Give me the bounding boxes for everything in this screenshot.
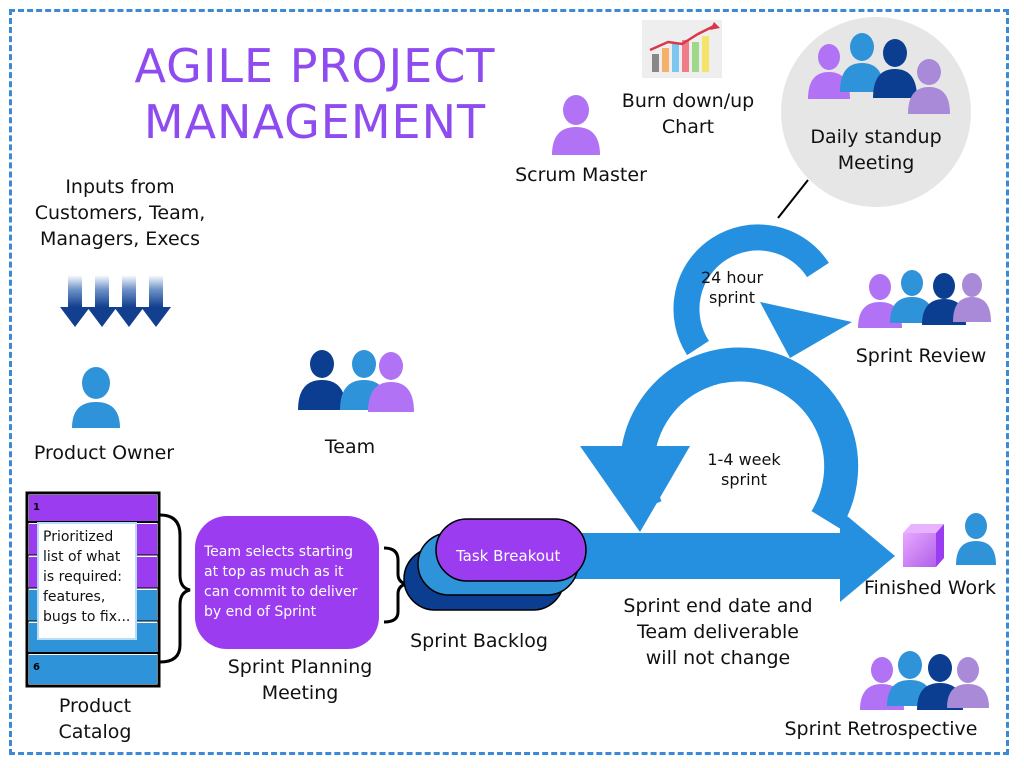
burndown-line-2: Chart <box>661 116 715 138</box>
sprint-retro-label: Sprint Retrospective <box>784 718 978 740</box>
catalog-note: Prioritized list of what is required: fe… <box>37 522 137 640</box>
inputs-arrows-icon <box>60 275 171 327</box>
scrum-master-label: Scrum Master <box>515 164 647 186</box>
finished-work-label: Finished Work <box>864 577 996 599</box>
note-line-5: bugs to fix... <box>43 609 131 625</box>
cycle-24-line-1: 24 hour <box>700 268 764 287</box>
standup-line-1: Daily standup <box>810 126 942 148</box>
planning-bubble-line-1: Team selects starting <box>204 544 354 560</box>
burndown-label: Burn down/up Chart <box>608 88 768 140</box>
note-line-3: is required: <box>43 569 123 585</box>
planning-line-1: Sprint Planning <box>227 656 373 678</box>
cycle-24-line-2: sprint <box>709 288 755 307</box>
sprint-planning-bubble <box>195 516 379 649</box>
daily-sprint-label: 24 hour sprint <box>682 268 782 308</box>
standup-line-2: Meeting <box>837 152 915 174</box>
scrum-master-icon <box>552 95 600 155</box>
finished-work-cube-icon <box>903 524 944 567</box>
finished-work-person-icon <box>956 513 996 565</box>
team-label: Team <box>324 436 376 458</box>
product-owner-icon <box>72 367 120 428</box>
page-title: AGILE PROJECT MANAGEMENT <box>70 38 560 150</box>
product-owner-label: Product Owner <box>33 442 175 464</box>
note-line-4: features, <box>43 589 106 605</box>
inputs-line-2: Customers, Team, <box>34 202 206 224</box>
daily-standup-people-icon <box>808 33 950 114</box>
note-line-2: list of what <box>43 549 121 565</box>
inputs-line-1: Inputs from <box>65 176 175 198</box>
sprint-end-line-3: will not change <box>645 647 791 669</box>
cycle-week-line-2: sprint <box>721 470 767 489</box>
daily-sprint-cycle-arrow <box>673 224 852 358</box>
catalog-line-2: Catalog <box>58 721 132 743</box>
standup-connector <box>777 179 809 219</box>
week-sprint-cycle-arrow <box>580 347 859 532</box>
burndown-line-1: Burn down/up <box>621 90 755 112</box>
sprint-review-people-icon <box>858 270 991 328</box>
inputs-line-3: Managers, Execs <box>40 228 200 250</box>
sprint-review-label: Sprint Review <box>855 345 987 367</box>
sprint-planning-label: Sprint Planning Meeting <box>210 654 390 706</box>
planning-bubble-line-3: can commit to deliver <box>204 584 358 600</box>
note-line-1: Prioritized <box>43 529 114 545</box>
planning-line-2: Meeting <box>261 682 339 704</box>
planning-brace <box>383 546 407 624</box>
product-catalog-label: Product Catalog <box>40 693 150 745</box>
catalog-brace <box>159 513 191 664</box>
team-icon <box>298 350 414 412</box>
sprint-end-line-2: Team deliverable <box>637 621 799 643</box>
planning-bubble-line-2: at top as much as it <box>204 564 344 580</box>
sprint-backlog-label: Sprint Backlog <box>410 630 548 652</box>
main-flow-arrow <box>560 510 895 602</box>
sprint-planning-bubble-text: Team selects starting at top as much as … <box>204 542 357 622</box>
catalog-index-last: 6 <box>33 662 40 673</box>
daily-standup-label: Daily standup Meeting <box>796 124 956 176</box>
sprint-end-note: Sprint end date and Team deliverable wil… <box>604 593 832 671</box>
task-breakout-label: Task Breakout <box>456 547 561 565</box>
sprint-backlog-stack <box>403 518 587 611</box>
catalog-line-1: Product <box>58 695 132 717</box>
planning-bubble-line-4: by end of Sprint <box>204 604 317 620</box>
week-sprint-label: 1-4 week sprint <box>694 450 794 490</box>
catalog-index-first: 1 <box>33 502 40 513</box>
title-line-2: MANAGEMENT <box>143 95 487 149</box>
sprint-end-line-1: Sprint end date and <box>623 595 813 617</box>
inputs-label: Inputs from Customers, Team, Managers, E… <box>20 174 220 252</box>
cycle-week-line-1: 1-4 week <box>707 450 781 469</box>
sprint-retro-people-icon <box>860 651 989 710</box>
burndown-chart-icon <box>642 20 722 78</box>
title-line-1: AGILE PROJECT <box>134 39 496 93</box>
dashed-frame <box>9 9 1009 755</box>
